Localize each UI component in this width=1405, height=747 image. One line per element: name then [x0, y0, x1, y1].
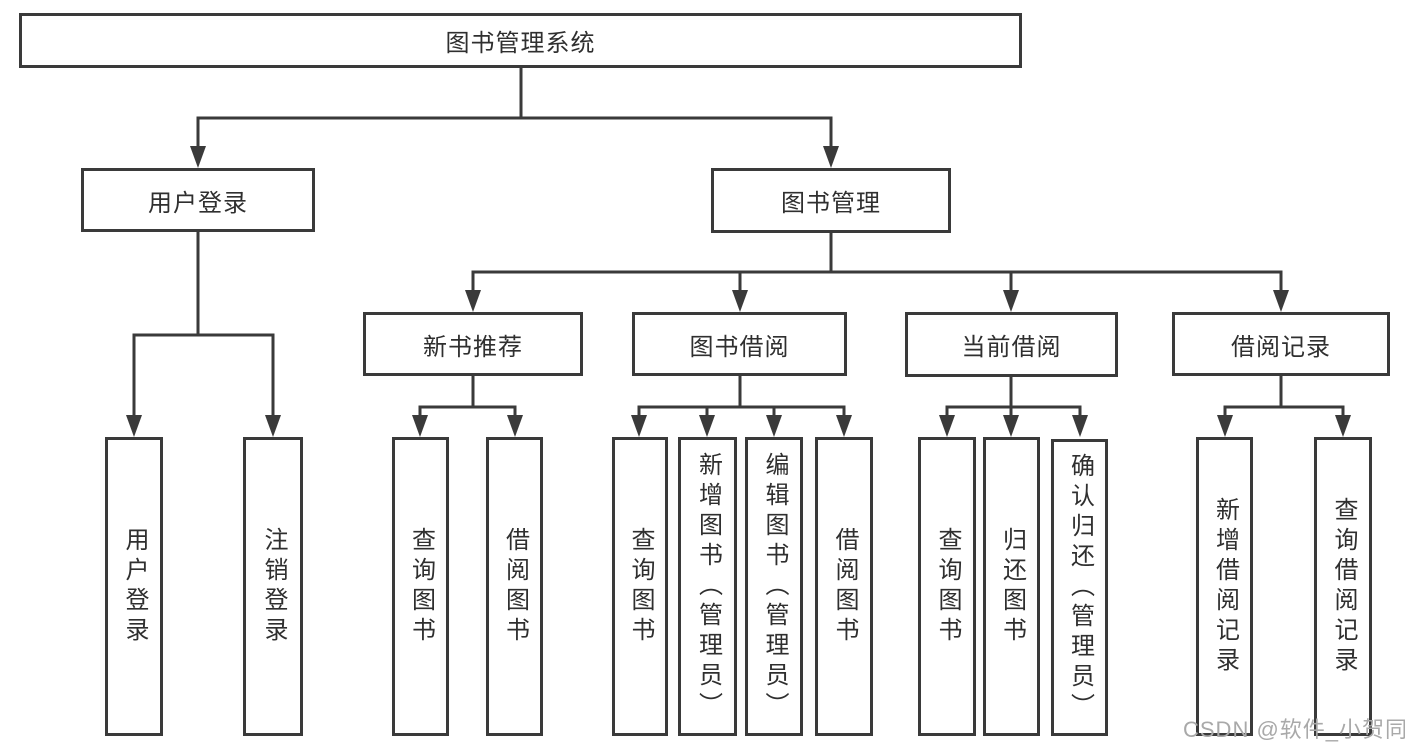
- node-library-system: 图书管理系统: [19, 13, 1022, 68]
- node-add-borrow-record: 新增借阅记录: [1196, 437, 1253, 736]
- arrowhead-icon: [507, 415, 523, 437]
- arrowhead-icon: [1335, 415, 1351, 437]
- arrowhead-icon: [1072, 415, 1088, 437]
- node-add-book-admin: 新增图书（管理员）: [678, 437, 737, 736]
- arrowhead-icon: [836, 415, 852, 437]
- node-borrowing-records: 借阅记录: [1172, 312, 1390, 376]
- arrowhead-icon: [699, 415, 715, 437]
- arrowhead-icon: [190, 146, 206, 168]
- connector-book-management-children: [465, 233, 1289, 312]
- arrowhead-icon: [732, 290, 748, 312]
- arrowhead-icon: [1217, 415, 1233, 437]
- connector-root-to-level2: [190, 67, 839, 168]
- arrowhead-icon: [1003, 290, 1019, 312]
- connector-book-borrowing-children: [631, 376, 852, 437]
- arrowhead-icon: [1273, 290, 1289, 312]
- node-borrow-books-borrowing: 借阅图书: [815, 437, 873, 736]
- arrowhead-icon: [126, 415, 142, 437]
- connector-new-book-children: [412, 376, 523, 437]
- node-book-management: 图书管理: [711, 168, 951, 233]
- csdn-watermark: CSDN @软件_小贺同学: [1183, 717, 1405, 742]
- node-logout-action: 注销登录: [243, 437, 303, 736]
- node-query-books-borrowing: 查询图书: [612, 437, 668, 736]
- node-book-borrowing: 图书借阅: [632, 312, 847, 376]
- connector-user-login-children: [126, 232, 281, 437]
- node-confirm-return-admin: 确认归还（管理员）: [1051, 439, 1108, 736]
- arrowhead-icon: [265, 415, 281, 437]
- node-query-books-recommend: 查询图书: [392, 437, 449, 736]
- node-current-borrowing: 当前借阅: [905, 312, 1118, 377]
- arrowhead-icon: [412, 415, 428, 437]
- node-user-login-action: 用户登录: [105, 437, 163, 736]
- node-return-books: 归还图书: [983, 437, 1040, 736]
- node-borrow-books-recommend: 借阅图书: [486, 437, 543, 736]
- node-new-book-recommendation: 新书推荐: [363, 312, 583, 376]
- arrowhead-icon: [631, 415, 647, 437]
- arrowhead-icon: [1003, 415, 1019, 437]
- connector-current-borrowing-children: [939, 377, 1088, 437]
- arrowhead-icon: [939, 415, 955, 437]
- arrowhead-icon: [465, 290, 481, 312]
- node-edit-book-admin: 编辑图书（管理员）: [745, 437, 803, 736]
- node-query-books-current: 查询图书: [918, 437, 976, 736]
- connector-borrow-records-children: [1217, 376, 1351, 437]
- node-query-borrow-record: 查询借阅记录: [1314, 437, 1372, 736]
- node-user-login: 用户登录: [81, 168, 315, 232]
- arrowhead-icon: [766, 415, 782, 437]
- arrowhead-icon: [823, 146, 839, 168]
